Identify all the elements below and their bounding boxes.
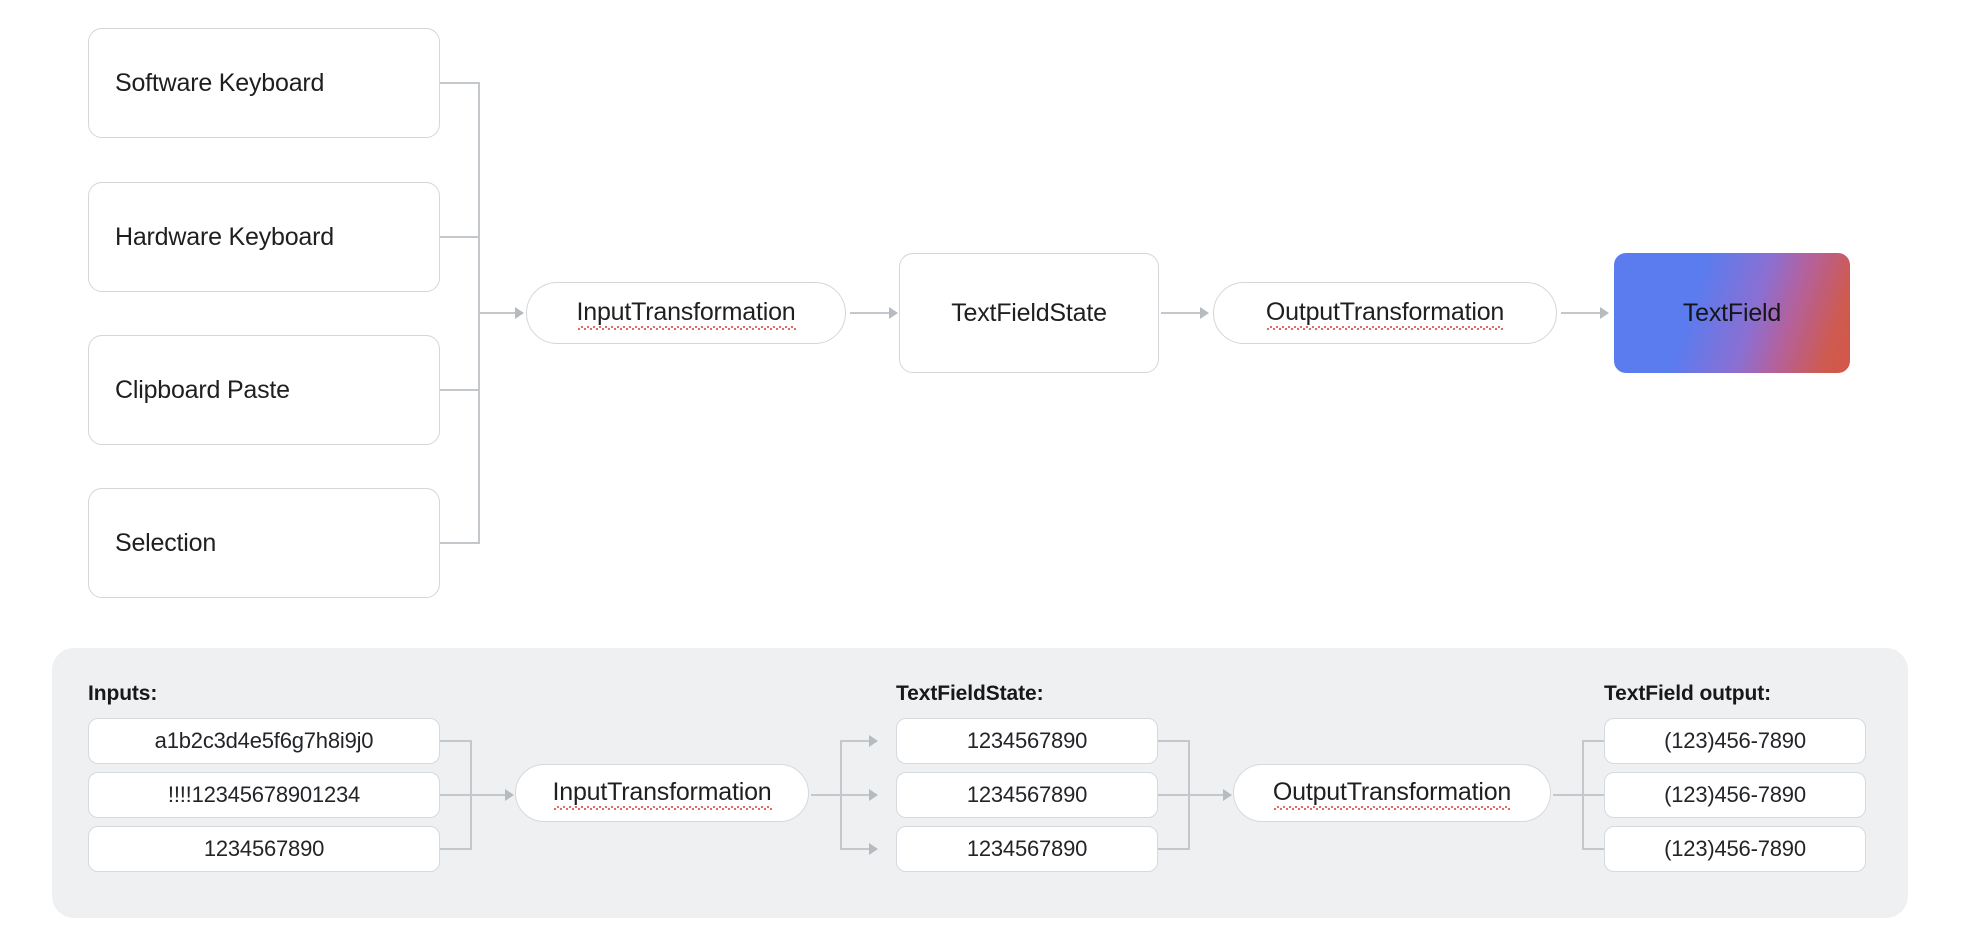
arrowhead-to-state-chip-1 xyxy=(869,735,878,747)
panel-heading-inputs: Inputs: xyxy=(88,682,158,705)
source-node-label: Clipboard Paste xyxy=(115,375,290,404)
wire-state-bus-to-output-transformation xyxy=(1188,794,1226,796)
state-chip-value: 1234567890 xyxy=(966,728,1088,753)
source-node-selection[interactable]: Selection xyxy=(88,488,440,598)
input-chip[interactable]: 1234567890 xyxy=(88,826,440,872)
state-chip-value: 1234567890 xyxy=(966,836,1088,861)
wire-state-chip-3-out xyxy=(1158,848,1190,850)
arrowhead-to-output-transformation xyxy=(1200,307,1209,319)
state-chip-value: 1234567890 xyxy=(966,782,1088,807)
state-chip[interactable]: 1234567890 xyxy=(896,718,1158,764)
source-node-label: Selection xyxy=(115,528,217,557)
wire-output-chip-2-stub xyxy=(1582,794,1614,796)
output-chip-value: (123)456-7890 xyxy=(1664,836,1806,861)
wire-input-transformation-out xyxy=(811,794,841,796)
wire-output-chip-1-stub xyxy=(1582,740,1614,742)
panel-node-label: OutputTransformation xyxy=(1272,778,1512,810)
wire-input-chip-1-stub xyxy=(440,740,472,742)
wire-state-chip-1-out xyxy=(1158,740,1190,742)
panel-heading-textfieldstate: TextFieldState: xyxy=(896,682,1044,705)
stage-node-input-transformation[interactable]: InputTransformation xyxy=(526,282,846,344)
source-node-clipboard-paste[interactable]: Clipboard Paste xyxy=(88,335,440,445)
arrowhead-to-state-chip-2 xyxy=(869,789,878,801)
output-chip[interactable]: (123)456-7890 xyxy=(1604,826,1866,872)
output-chip[interactable]: (123)456-7890 xyxy=(1604,772,1866,818)
output-chip-value: (123)456-7890 xyxy=(1664,728,1806,753)
terminal-node-label: TextField xyxy=(1682,298,1782,327)
panel-heading-textfield-output: TextField output: xyxy=(1604,682,1772,705)
source-node-software-keyboard[interactable]: Software Keyboard xyxy=(88,28,440,138)
state-chip[interactable]: 1234567890 xyxy=(896,772,1158,818)
arrowhead-panel-to-output-transformation xyxy=(1223,789,1232,801)
wire-source-1-stub xyxy=(440,82,480,84)
input-chip-value: a1b2c3d4e5f6g7h8i9j0 xyxy=(154,728,374,753)
wire-state-chip-2-out xyxy=(1158,794,1190,796)
source-node-hardware-keyboard[interactable]: Hardware Keyboard xyxy=(88,182,440,292)
stage-node-label: InputTransformation xyxy=(576,298,796,330)
wire-source-3-stub xyxy=(440,389,480,391)
stage-node-label: OutputTransformation xyxy=(1265,298,1505,330)
input-chip-value: !!!!12345678901234 xyxy=(167,782,361,807)
wire-input-transformation-to-state xyxy=(850,312,896,314)
stage-node-output-transformation[interactable]: OutputTransformation xyxy=(1213,282,1557,344)
wire-input-chip-3-stub xyxy=(440,848,472,850)
source-node-label: Software Keyboard xyxy=(115,68,325,97)
output-chip-value: (123)456-7890 xyxy=(1664,782,1806,807)
wire-output-transformation-out xyxy=(1553,794,1583,796)
wire-input-bus-to-transformation xyxy=(470,794,508,796)
wire-state-chip-3-stub xyxy=(840,848,872,850)
source-node-label: Hardware Keyboard xyxy=(115,222,334,251)
wire-source-4-stub xyxy=(440,542,480,544)
wire-state-chip-2-stub xyxy=(840,794,872,796)
wire-state-chip-1-stub xyxy=(840,740,872,742)
output-chip[interactable]: (123)456-7890 xyxy=(1604,718,1866,764)
stage-node-textfieldstate[interactable]: TextFieldState xyxy=(899,253,1159,373)
wire-output-transformation-to-textfield xyxy=(1561,312,1607,314)
terminal-node-textfield[interactable]: TextField xyxy=(1614,253,1850,373)
wire-bus-to-input-transformation xyxy=(478,312,518,314)
wire-input-chip-2-stub xyxy=(440,794,472,796)
input-chip-value: 1234567890 xyxy=(203,836,325,861)
input-chip[interactable]: a1b2c3d4e5f6g7h8i9j0 xyxy=(88,718,440,764)
arrowhead-panel-to-input-transformation xyxy=(505,789,514,801)
wire-output-chip-3-stub xyxy=(1582,848,1614,850)
arrowhead-to-state-chip-3 xyxy=(869,843,878,855)
panel-node-label: InputTransformation xyxy=(552,778,772,810)
stage-node-label: TextFieldState xyxy=(951,298,1107,327)
arrowhead-to-textfield xyxy=(1600,307,1609,319)
wire-state-to-output-transformation xyxy=(1161,312,1207,314)
arrowhead-to-textfieldstate xyxy=(889,307,898,319)
panel-node-output-transformation[interactable]: OutputTransformation xyxy=(1233,764,1551,822)
panel-node-input-transformation[interactable]: InputTransformation xyxy=(515,764,809,822)
arrowhead-to-input-transformation xyxy=(515,307,524,319)
input-chip[interactable]: !!!!12345678901234 xyxy=(88,772,440,818)
wire-source-2-stub xyxy=(440,236,480,238)
state-chip[interactable]: 1234567890 xyxy=(896,826,1158,872)
